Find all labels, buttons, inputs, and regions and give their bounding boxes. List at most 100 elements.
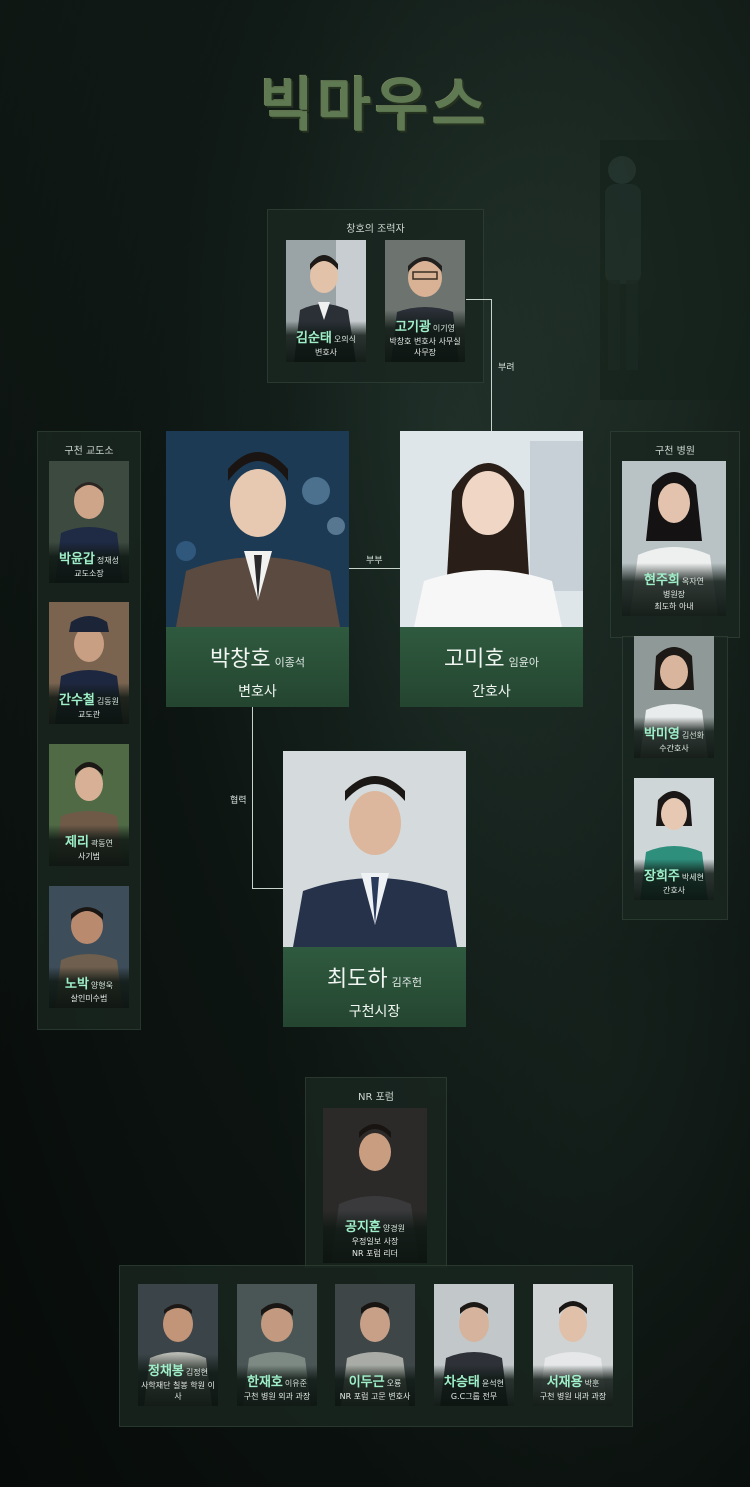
character-role: 사기범 xyxy=(77,852,101,861)
character-name: 고미호 xyxy=(443,647,505,672)
character-role: 수간호사 xyxy=(659,744,689,753)
character-name: 한재호 xyxy=(247,1375,283,1390)
character-role: 병원장 xyxy=(662,590,686,599)
actor-name: 양형욱 xyxy=(90,981,113,990)
character-role-secondary: NR 포럼 리더 xyxy=(351,1249,399,1258)
actor-name: 이종석 xyxy=(274,656,306,669)
character-role: 구천 병원 외과 과장 xyxy=(243,1392,311,1401)
actor-name: 김주헌 xyxy=(391,976,423,989)
character-name: 노박 xyxy=(64,977,89,992)
character-name: 박미영 xyxy=(644,727,680,742)
character-name: 최도하 xyxy=(326,967,388,992)
actor-name: 임윤아 xyxy=(508,656,540,669)
character-name: 차승태 xyxy=(444,1375,480,1390)
actor-name: 옥자연 xyxy=(681,577,704,586)
actor-name: 김동원 xyxy=(96,697,119,706)
actor-name: 박세현 xyxy=(681,873,704,882)
background-figure xyxy=(600,140,750,400)
relation-label-spouse: 부부 xyxy=(366,556,383,566)
portrait-image xyxy=(166,431,349,627)
actor-name: 김선화 xyxy=(681,731,704,740)
character-role: 우정일보 사장 xyxy=(351,1237,399,1246)
character-name: 박창호 xyxy=(209,647,271,672)
connector-line xyxy=(252,707,253,889)
character-role: NR 포럼 고문 변호사 xyxy=(339,1392,411,1401)
character-role: 교도관 xyxy=(77,710,101,719)
character-name: 공지훈 xyxy=(345,1220,381,1235)
actor-name: 곽동연 xyxy=(90,839,113,848)
connector-line xyxy=(349,568,400,569)
allies-group-title: 창호의 조력자 xyxy=(346,224,405,235)
connector-line xyxy=(466,299,492,300)
character-name: 이두근 xyxy=(348,1375,385,1390)
relation-label-coop: 협력 xyxy=(230,796,247,806)
nr-group-title: NR 포럼 xyxy=(357,1092,394,1103)
actor-name: 윤석현 xyxy=(481,1379,504,1388)
character-name: 제리 xyxy=(64,835,89,850)
character-name: 장희주 xyxy=(644,869,680,884)
portrait-image xyxy=(400,431,583,627)
character-role: 간호사 xyxy=(472,684,511,700)
character-name: 정채봉 xyxy=(148,1364,184,1379)
connector-line xyxy=(491,299,492,432)
character-role: G.C그룹 전무 xyxy=(450,1392,498,1401)
character-name: 고기광 xyxy=(395,320,431,335)
connector-line xyxy=(252,888,283,889)
actor-name: 이유준 xyxy=(284,1379,307,1388)
actor-name: 오의식 xyxy=(333,335,356,344)
character-role: 간호사 xyxy=(662,886,686,895)
character-name: 박윤갑 xyxy=(59,552,95,567)
portrait-image xyxy=(283,751,466,947)
character-role-secondary: 최도하 아내 xyxy=(654,602,694,611)
actor-name: 박훈 xyxy=(584,1379,600,1388)
character-role: 구천시장 xyxy=(348,1004,401,1020)
actor-name: 정재성 xyxy=(96,556,119,565)
character-role: 변호사 xyxy=(238,684,277,700)
actor-name: 이기영 xyxy=(432,324,455,333)
character-role: 교도소장 xyxy=(74,569,104,578)
character-role: 구천 병원 내과 과장 xyxy=(539,1392,607,1401)
character-role: 사학재단 칠봉 학원 이사 xyxy=(141,1381,215,1401)
character-name: 간수철 xyxy=(59,693,95,708)
character-role: 박창호 변호사 사무실 사무장 xyxy=(389,337,461,357)
actor-name: 오룡 xyxy=(386,1379,402,1388)
hospital-group-title: 구천 병원 xyxy=(655,446,695,457)
actor-name: 양경원 xyxy=(382,1224,405,1233)
actor-name: 김정현 xyxy=(185,1368,208,1377)
relation-label-boss: 부려 xyxy=(498,363,515,373)
